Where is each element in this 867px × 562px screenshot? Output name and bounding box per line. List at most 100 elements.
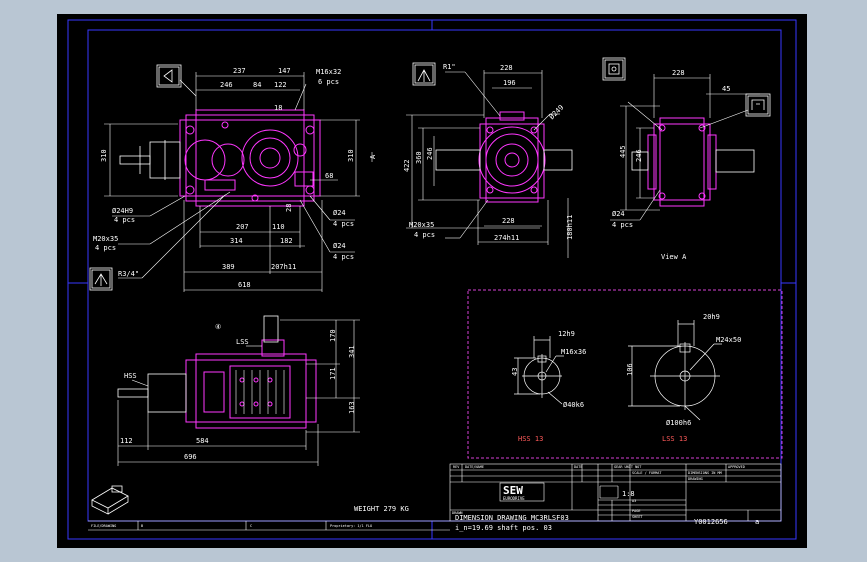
hss-dim-3: 43 xyxy=(511,368,519,376)
top-dim-3: 246 xyxy=(220,81,233,89)
top-callout-d24b-pcs: 4 pcs xyxy=(333,253,354,261)
dropper-icon xyxy=(156,64,182,88)
svg-text:SCALE / FORMAT: SCALE / FORMAT xyxy=(632,471,662,475)
svg-text:REV: REV xyxy=(453,465,460,469)
front-view-leaders xyxy=(445,71,501,239)
svg-text:SHEET: SHEET xyxy=(632,515,643,519)
front-dim-8: 274h11 xyxy=(494,234,519,242)
top-dim-16: 207h11 xyxy=(271,263,296,271)
front-view-outline xyxy=(478,111,546,203)
bottom-dim-5: 112 xyxy=(120,437,133,445)
weight-label: WEIGHT 279 KG xyxy=(354,505,409,513)
bottom-dim-7: 696 xyxy=(184,453,197,461)
drawing-sheet xyxy=(57,14,807,548)
top-dim-4: 84 xyxy=(253,81,261,89)
hss-dim-4: Ø40k6 xyxy=(563,401,584,409)
bottom-dim-6: 584 xyxy=(196,437,209,445)
top-dim-8: 310 xyxy=(347,149,355,162)
front-dim-9: 180h11 xyxy=(566,215,574,240)
side-dim-4: 246 xyxy=(635,149,643,162)
side-dim-1: 228 xyxy=(672,69,685,77)
bottom-circle-no: ④ xyxy=(215,323,221,331)
top-dim-6: 18 xyxy=(274,104,282,112)
bottom-view-fins xyxy=(235,370,285,414)
bottom-dim-3: 171 xyxy=(329,367,337,380)
bottom-hss-label: HSS xyxy=(124,372,137,380)
hss-dim-1: 12h9 xyxy=(558,330,575,338)
title-block-small-text: REV DATE/NAME DATE GEAR UNIT NOT SCALE /… xyxy=(91,465,745,528)
side-callout-d24-pcs: 4 pcs xyxy=(612,221,633,229)
lss-dim-1: 20h9 xyxy=(703,313,720,321)
level-icon xyxy=(745,93,771,117)
top-view-arrow-a: A xyxy=(369,154,377,159)
front-callout-r1: R1" xyxy=(443,63,456,71)
top-callout-r34: R3/4" xyxy=(118,270,139,278)
side-dim-2: 45 xyxy=(722,85,730,93)
front-dim-1: 228 xyxy=(500,64,513,72)
lss-dim-4: Ø100h6 xyxy=(666,419,691,427)
top-dim-11: 110 xyxy=(272,223,285,231)
svg-text:APPROVED: APPROVED xyxy=(728,465,745,469)
svg-text:B: B xyxy=(141,524,143,528)
top-view-leaders xyxy=(112,79,355,279)
svg-text:A3: A3 xyxy=(632,499,636,503)
front-dim-4: 422 xyxy=(403,159,411,172)
top-view: 237 147 246 84 122 18 310 310 68 207 110… xyxy=(89,64,377,292)
hss-detail-title: HSS 13 xyxy=(518,435,543,443)
top-dim-2: 147 xyxy=(278,67,291,75)
svg-text:DRAWN: DRAWN xyxy=(452,511,463,515)
front-view-shaft xyxy=(435,149,573,171)
svg-text:DIMENSIONS IN MM: DIMENSIONS IN MM xyxy=(688,471,722,475)
drawing-rev: a xyxy=(755,518,759,526)
svg-text:C: C xyxy=(250,524,252,528)
side-view-label: View A xyxy=(661,253,687,261)
detail-frame xyxy=(467,289,783,459)
svg-text:Proprietary: 1/1 FLO: Proprietary: 1/1 FLO xyxy=(330,524,372,528)
side-view-leaders xyxy=(610,189,661,221)
svg-text:DRAWING: DRAWING xyxy=(688,477,703,481)
drawing-title: DIMENSION DRAWING MC3RLSF03 xyxy=(455,514,569,522)
front-dim-6: 246 xyxy=(426,147,434,160)
drawing-subtitle: i_n=19.69 shaft pos. 03 xyxy=(455,524,552,532)
side-dim-3: 445 xyxy=(619,145,627,158)
top-dim-13: 314 xyxy=(230,237,243,245)
top-callout-m16: M16x32 xyxy=(316,68,341,76)
lss-detail xyxy=(628,320,722,421)
svg-text:DATE/NAME: DATE/NAME xyxy=(465,465,484,469)
svg-text:PAGE: PAGE xyxy=(632,509,640,513)
top-view-outline xyxy=(179,109,321,207)
top-callout-m20: M20x35 xyxy=(93,235,118,243)
top-dim-12: 28 xyxy=(285,204,293,212)
drawing-number: Y0012656 xyxy=(694,518,728,526)
top-dim-10: 207 xyxy=(236,223,249,231)
lss-dim-2: M24x50 xyxy=(716,336,741,344)
top-dim-14: 182 xyxy=(280,237,293,245)
svg-text:GEAR UNIT NOT: GEAR UNIT NOT xyxy=(614,465,642,469)
shaft-detail-panel: 12h9 M16x36 43 Ø40k6 HSS 13 20h9 M24x50 … xyxy=(467,289,783,459)
hss-detail xyxy=(514,336,564,405)
oil-drain-icon xyxy=(602,57,626,81)
side-view-dim-lines xyxy=(620,74,760,211)
brand-logo: SEW EURODRIVE xyxy=(499,482,545,502)
drawing-scale: 1:8 xyxy=(622,490,635,498)
svg-text:DATE: DATE xyxy=(574,465,582,469)
bottom-view-dim-lines xyxy=(117,319,360,466)
top-dim-15: 389 xyxy=(222,263,235,271)
title-block-grid xyxy=(88,463,782,531)
side-view-outline xyxy=(647,117,717,207)
title-block: REV DATE/NAME DATE GEAR UNIT NOT SCALE /… xyxy=(88,463,782,532)
top-dim-5: 122 xyxy=(274,81,287,89)
top-view-shaft xyxy=(119,140,181,180)
lss-dim-3: 106 xyxy=(626,363,634,376)
side-view: 228 45 445 246 Ø24 4 pcs View A xyxy=(602,57,771,261)
bottom-dim-4: 163 xyxy=(348,401,356,414)
front-dim-5: 360 xyxy=(415,151,423,164)
bottom-lss-label: LSS xyxy=(236,338,249,346)
top-callout-d24h9: Ø24H9 xyxy=(112,207,133,215)
vent-icon xyxy=(89,267,113,291)
top-dim-7: 310 xyxy=(100,149,108,162)
top-callout-d24a-pcs: 4 pcs xyxy=(333,220,354,228)
svg-text:FILE/DRAWING: FILE/DRAWING xyxy=(91,524,116,528)
top-dim-17: 618 xyxy=(238,281,251,289)
